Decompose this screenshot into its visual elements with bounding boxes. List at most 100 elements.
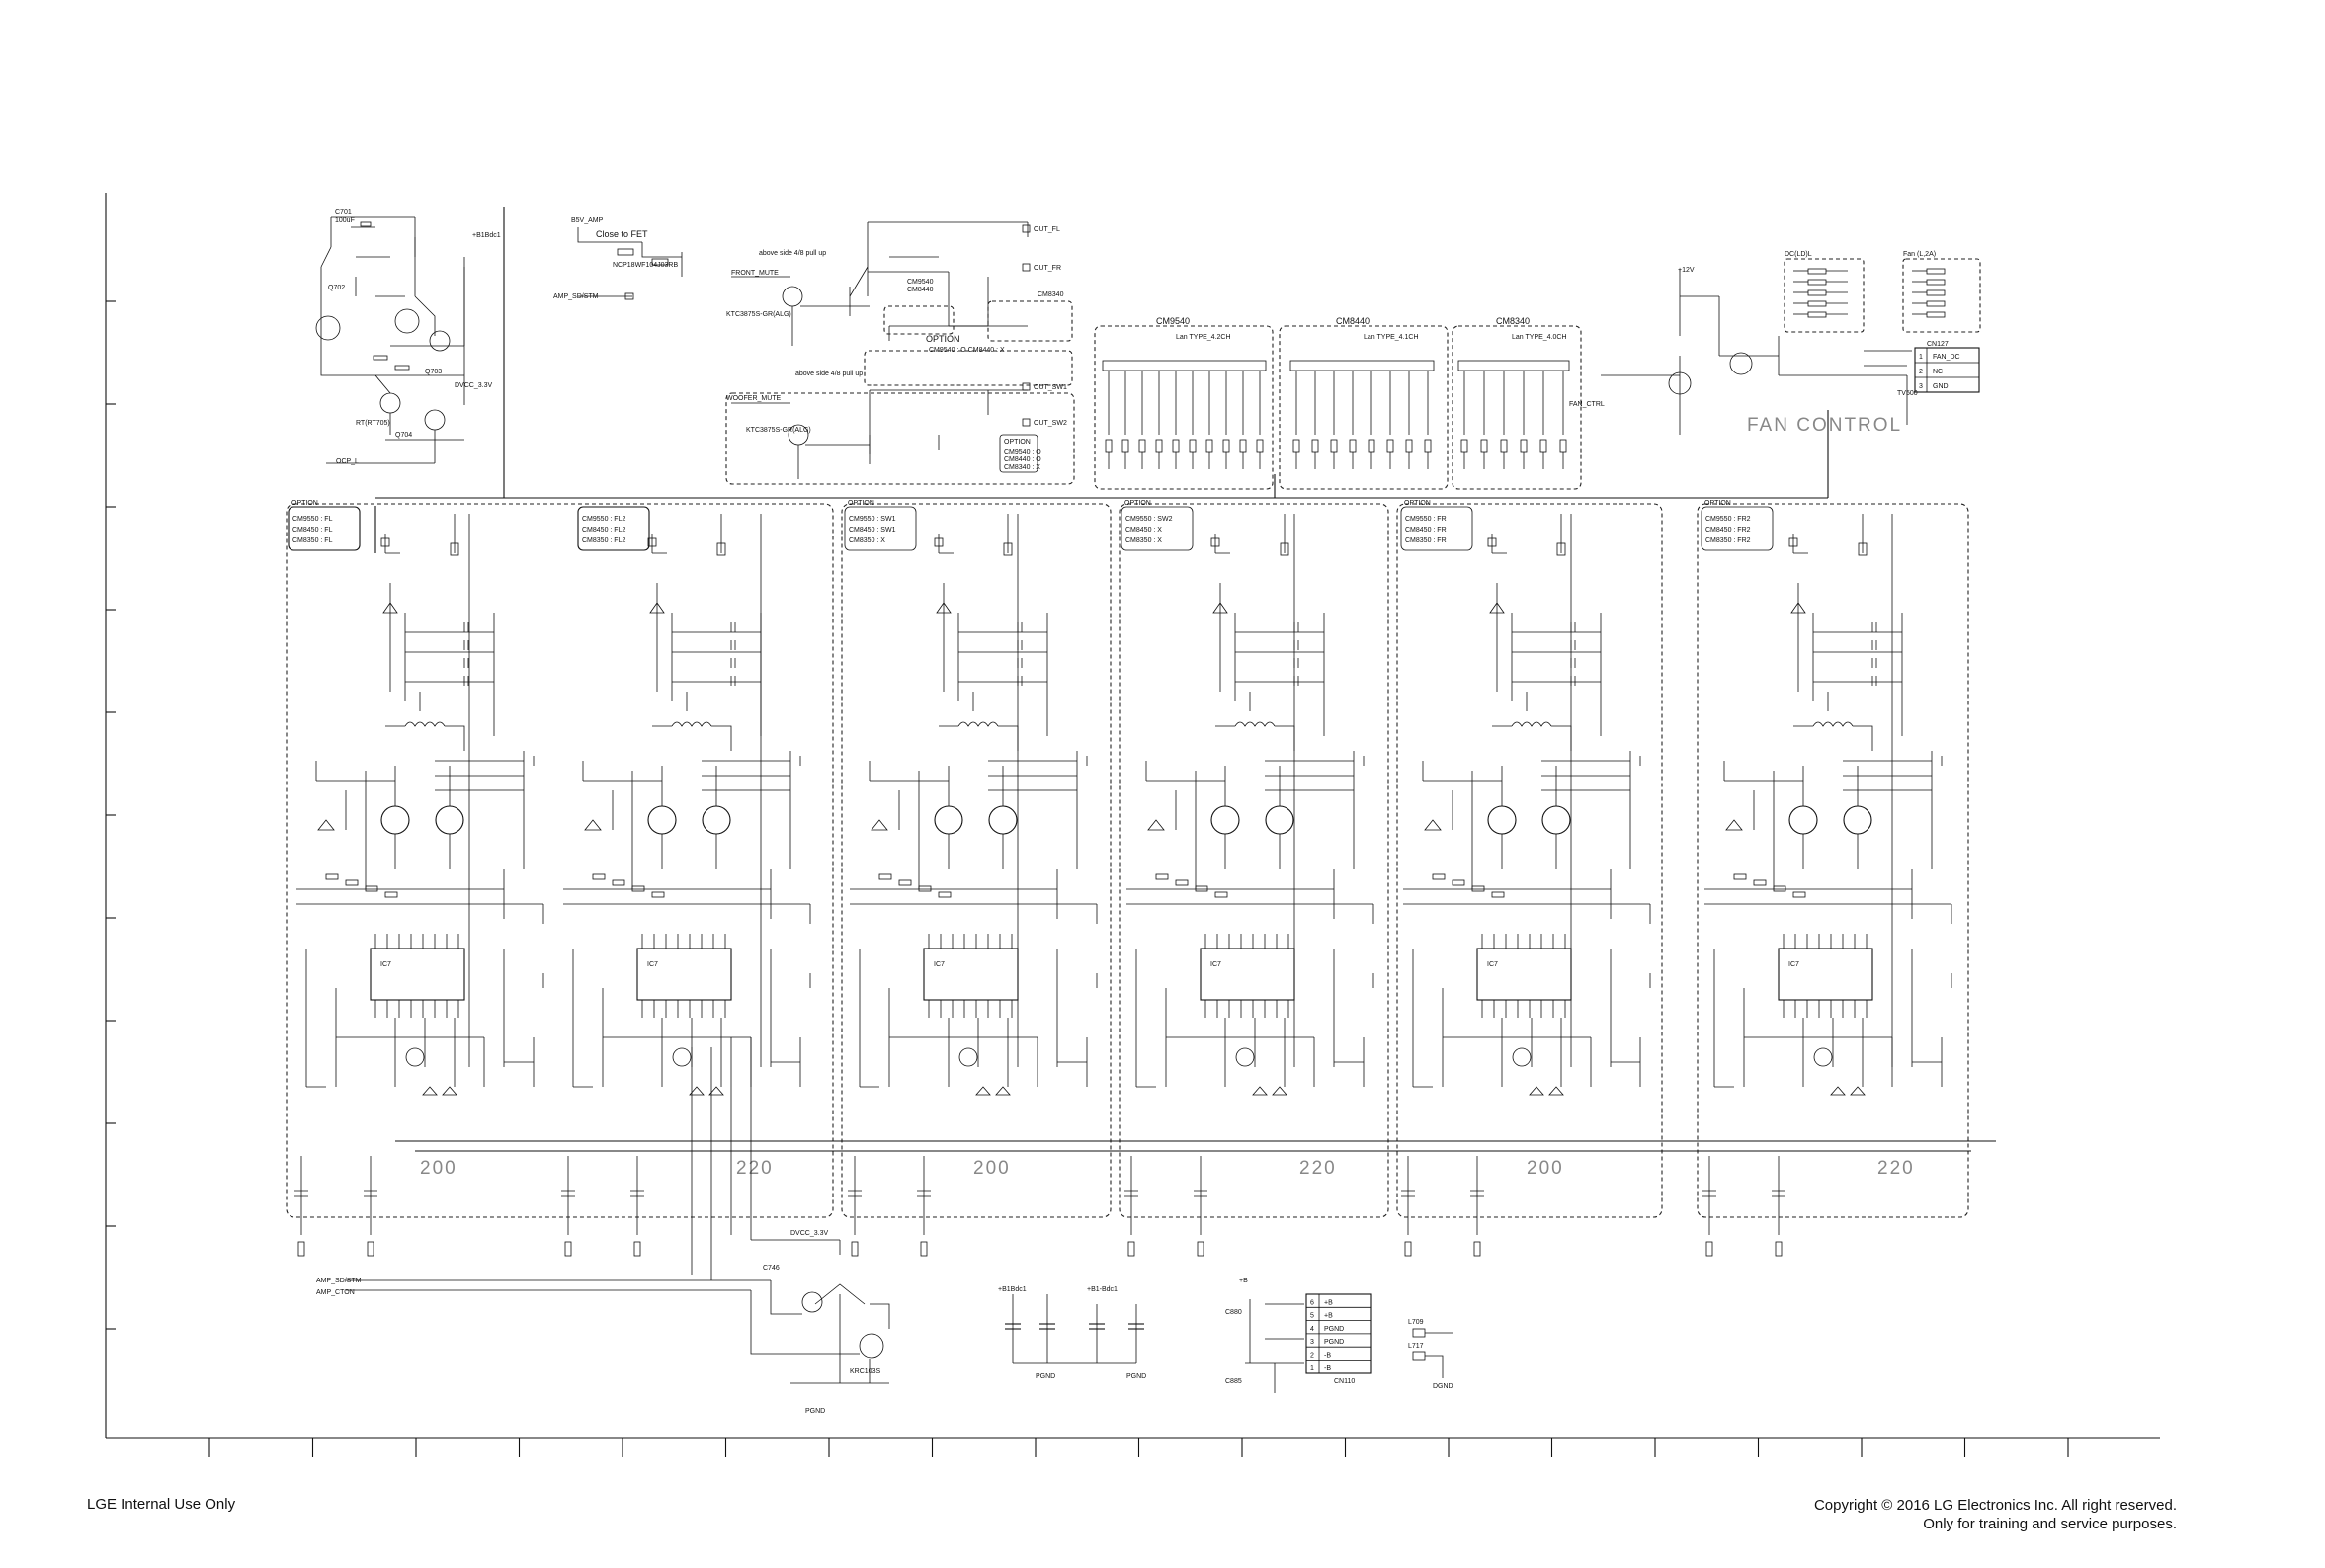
wire — [602, 988, 752, 1087]
connector-pin-pad — [1292, 439, 1300, 453]
inductor — [1234, 721, 1276, 727]
fan-connector — [1914, 347, 1980, 393]
svg-text:C885: C885 — [1225, 1378, 1242, 1385]
svg-text:Q703: Q703 — [425, 369, 442, 375]
wire — [939, 711, 1048, 751]
connector-pin-pad — [1239, 439, 1247, 453]
voltage-label: 200 — [973, 1158, 1011, 1179]
wire — [345, 766, 451, 889]
connector-pin-pad — [1520, 439, 1528, 453]
inductor — [957, 721, 999, 727]
wire — [1812, 613, 1903, 711]
wire — [652, 711, 762, 751]
wire — [1743, 988, 1893, 1087]
wire — [435, 751, 535, 869]
diode — [582, 761, 662, 831]
wire — [1401, 1156, 1484, 1235]
wire — [1812, 613, 1902, 692]
output-terminal — [1556, 542, 1566, 556]
driver-ic — [1200, 948, 1295, 1001]
resistor — [1926, 268, 1946, 275]
connector-pin-pad — [1256, 439, 1264, 453]
svg-text:B5V_AMP: B5V_AMP — [571, 217, 604, 224]
mosfet — [988, 805, 1018, 835]
option-line: CM8450 : X — [1125, 527, 1162, 534]
option-label: OPTION — [1404, 500, 1431, 507]
connector-pin-pad — [1539, 439, 1547, 453]
diode — [1529, 1086, 1564, 1096]
wire — [563, 869, 811, 924]
svg-text:100uF: 100uF — [335, 217, 355, 224]
fan-pin-1: FAN_DC — [1933, 354, 1960, 361]
option-line: CM8450 : FR — [1405, 527, 1447, 534]
svg-text:AMP_SD/STM: AMP_SD/STM — [316, 1278, 362, 1284]
amp-power-circuit: C701 100uF +B1Bdc1 Q702 Q703 Q704 OCP_L … — [315, 209, 501, 465]
cm9540-lan-type: Lan TYPE_4.2CH — [1176, 334, 1231, 341]
voltage-label: 220 — [1299, 1158, 1337, 1179]
wire — [770, 949, 811, 1087]
resistor — [1926, 289, 1946, 296]
ic-label: IC7 — [380, 961, 391, 968]
connector-pin-number: 1 — [1310, 1365, 1314, 1372]
wire — [404, 613, 495, 711]
option-label: OPTION — [291, 500, 318, 507]
connector-terminal — [1705, 1241, 1713, 1257]
resistor — [1926, 279, 1946, 286]
voltage-label: 220 — [1877, 1158, 1915, 1179]
resistor — [1773, 885, 1786, 892]
svg-text:PGND: PGND — [1126, 1373, 1146, 1380]
svg-text:CM8340 : X: CM8340 : X — [1004, 464, 1040, 471]
voltage-label: 200 — [420, 1158, 457, 1179]
amp-control-circuit: AMP_SD/STM AMP_CTON DVCC_3.3V C746 KRC10… — [316, 1037, 890, 1415]
diode — [1145, 761, 1225, 831]
output-terminal — [647, 537, 657, 547]
transistor — [1813, 1047, 1833, 1067]
resistor — [1807, 268, 1827, 275]
svg-text:FAN_CTRL: FAN_CTRL — [1569, 401, 1605, 408]
transistor — [405, 1047, 425, 1067]
option-box — [577, 506, 650, 551]
option-label: OPTION — [848, 500, 874, 507]
connector-pin-pad — [1189, 439, 1197, 453]
mosfet — [435, 805, 464, 835]
close-to-fet-block: B5V_AMP Close to FET NCP18WF104J03RB AMP… — [553, 217, 683, 300]
wire — [1124, 1156, 1207, 1235]
svg-text:AMP_SD/STM: AMP_SD/STM — [553, 293, 599, 300]
svg-text:Fan (L,2A): Fan (L,2A) — [1903, 251, 1936, 258]
svg-text:PGND: PGND — [805, 1408, 825, 1415]
mosfet — [1788, 805, 1818, 835]
wire — [1541, 751, 1641, 869]
footer-copyright: Copyright © 2016 LG Electronics Inc. All… — [1814, 1496, 2177, 1533]
footer-copyright-line2: Only for training and service purposes. — [1923, 1516, 2177, 1532]
output-terminal — [380, 537, 390, 547]
svg-text:CM8440 : O: CM8440 : O — [1004, 456, 1041, 463]
cm8440-lan-type: Lan TYPE_4.1CH — [1364, 334, 1419, 341]
option-box — [1121, 506, 1194, 551]
wire — [1792, 514, 1864, 554]
resistor — [345, 879, 359, 886]
svg-text:C701: C701 — [335, 209, 352, 216]
wire — [1135, 949, 1156, 1088]
diode — [315, 761, 395, 831]
close-to-fet-label: Close to FET — [596, 229, 648, 239]
option-label: OPTION — [1704, 500, 1731, 507]
option-box — [844, 506, 917, 551]
svg-text:Q704: Q704 — [395, 432, 412, 439]
svg-text:above side 4/8 pull up: above side 4/8 pull up — [795, 371, 863, 377]
wire — [1843, 751, 1943, 869]
resistor — [1733, 873, 1747, 880]
wire — [561, 1156, 644, 1235]
channel-region — [1119, 503, 1389, 1218]
connector-pin-number: 4 — [1310, 1326, 1314, 1333]
wire — [651, 514, 722, 554]
option-line: CM8350 : FR2 — [1705, 537, 1751, 544]
svg-text:KTC3875S-GR(ALG): KTC3875S-GR(ALG) — [726, 311, 791, 318]
diode — [869, 761, 949, 831]
wire — [1753, 766, 1859, 889]
connector-terminal — [297, 1241, 305, 1257]
